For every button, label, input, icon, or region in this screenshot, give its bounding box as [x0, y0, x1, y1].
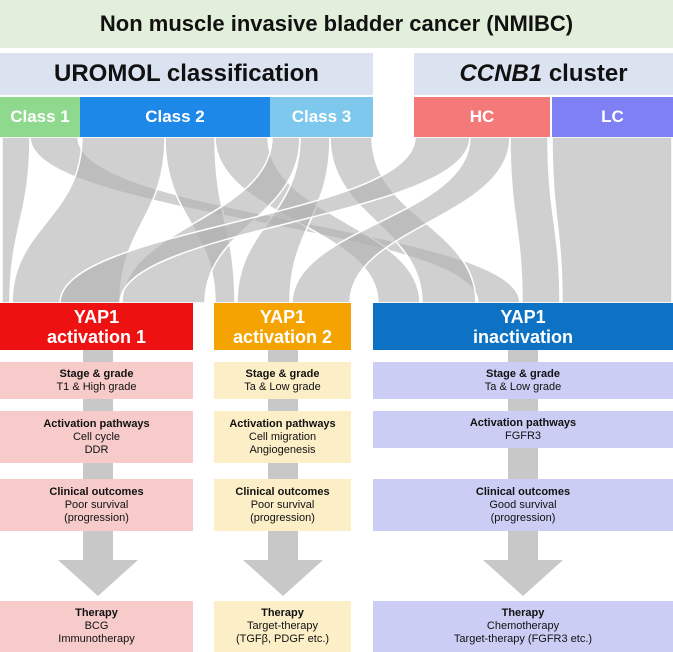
therapy-line2: Target-therapy (FGFR3 etc.)	[453, 633, 593, 645]
class-3-box: Class 3	[270, 97, 373, 137]
therapy-line1: BCG	[84, 620, 109, 632]
pathways-line1: Cell cycle	[72, 430, 121, 443]
hc-box: HC	[414, 97, 550, 137]
arrow-down-icon	[58, 350, 138, 596]
outcomes-heading: Clinical outcomes	[235, 485, 330, 498]
yap1-inactivation-header: YAP1 inactivation	[373, 303, 673, 350]
activation1-pathways-box: Activation pathways Cell cycle DDR	[0, 411, 193, 463]
stage-value: Ta & Low grade	[244, 380, 321, 393]
stage-heading: Stage & grade	[59, 367, 134, 380]
activation2-outcomes-box: Clinical outcomes Poor survival (progres…	[214, 479, 351, 531]
ccnb1-gene-name: CCNB1	[459, 60, 543, 87]
class-1-box: Class 1	[0, 97, 80, 137]
therapy-line1: Chemotherapy	[486, 620, 560, 632]
pathways-line2: DDR	[84, 443, 109, 456]
pathways-heading: Activation pathways	[229, 417, 336, 430]
yap1-activation2-line2: activation 2	[232, 326, 333, 347]
outcomes-heading: Clinical outcomes	[475, 485, 571, 498]
yap1-activation1-line1: YAP1	[73, 306, 120, 327]
pathways-line1: FGFR3	[504, 429, 542, 442]
outcomes-line2: (progression)	[250, 511, 315, 524]
lc-box: LC	[552, 97, 673, 137]
inactivation-pathways-box: Activation pathways FGFR3	[373, 411, 673, 448]
outcomes-line1: Good survival	[489, 498, 557, 511]
outcomes-line2: (progression)	[490, 511, 556, 524]
flow-hc-to-inactivation	[509, 137, 561, 303]
inactivation-outcomes-box: Clinical outcomes Good survival (progres…	[373, 479, 673, 531]
outcomes-line2: (progression)	[64, 511, 129, 524]
yap1-inactivation-line1: YAP1	[500, 306, 546, 327]
activation1-stage-box: Stage & grade T1 & High grade	[0, 362, 193, 399]
outcomes-heading: Clinical outcomes	[49, 485, 144, 498]
ccnb1-header: CCNB1 cluster	[414, 53, 673, 95]
activation1-therapy-box: Therapy BCG Immunotherapy	[0, 601, 193, 652]
inactivation-therapy-box: Therapy Chemotherapy Target-therapy (FGF…	[373, 601, 673, 652]
arrow-down-icon	[483, 350, 563, 596]
activation1-outcomes-box: Clinical outcomes Poor survival (progres…	[0, 479, 193, 531]
yap1-inactivation-line2: inactivation	[472, 326, 574, 347]
activation2-therapy-box: Therapy Target-therapy (TGFβ, PDGF etc.)	[214, 601, 351, 652]
therapy-heading: Therapy	[75, 607, 118, 619]
flow-class3-to-activation1	[121, 137, 301, 303]
therapy-line1: Target-therapy	[247, 620, 318, 632]
pathways-heading: Activation pathways	[43, 417, 150, 430]
diagram-title: Non muscle invasive bladder cancer (NMIB…	[0, 0, 673, 48]
flow-lc-to-inactivation	[551, 137, 673, 303]
therapy-heading: Therapy	[501, 607, 545, 619]
yap1-activation1-line2: activation 1	[46, 326, 147, 347]
arrow-down-icon	[243, 350, 323, 596]
therapy-line2: Immunotherapy	[58, 633, 135, 645]
sankey-flows	[1, 137, 673, 303]
stage-heading: Stage & grade	[245, 367, 320, 380]
yap1-activation2-line1: YAP1	[259, 306, 306, 327]
inactivation-stage-box: Stage & grade Ta & Low grade	[373, 362, 673, 399]
activation2-stage-box: Stage & grade Ta & Low grade	[214, 362, 351, 399]
outcomes-line1: Poor survival	[250, 498, 315, 511]
outcomes-line1: Poor survival	[64, 498, 129, 511]
pathways-line2: Angiogenesis	[249, 443, 316, 456]
pathways-line1: Cell migration	[248, 430, 317, 443]
flow-class2-to-activation1	[11, 137, 166, 303]
stage-heading: Stage & grade	[486, 367, 560, 380]
flow-class1-to-activation1	[1, 137, 31, 303]
stage-value: Ta & Low grade	[484, 380, 562, 393]
flow-hc-to-activation1	[59, 137, 471, 303]
uromol-header: UROMOL classification	[0, 53, 373, 95]
therapy-line2: (TGFβ, PDGF etc.)	[235, 633, 330, 645]
downward-arrows	[58, 350, 563, 596]
stage-value: T1 & High grade	[56, 380, 137, 393]
therapy-heading: Therapy	[261, 607, 304, 619]
pathways-heading: Activation pathways	[469, 416, 577, 429]
yap1-activation1-header: YAP1 activation 1	[0, 303, 193, 350]
yap1-activation2-header: YAP1 activation 2	[214, 303, 351, 350]
flow-hc-to-activation2	[291, 137, 511, 303]
class-2-box: Class 2	[80, 97, 270, 137]
activation2-pathways-box: Activation pathways Cell migration Angio…	[214, 411, 351, 463]
ccnb1-header-suffix: cluster	[542, 60, 628, 87]
